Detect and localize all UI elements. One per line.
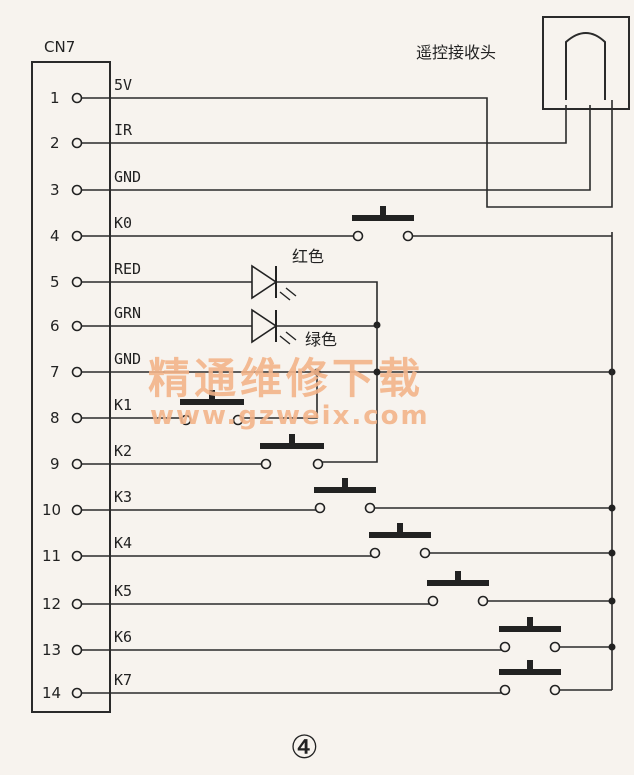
- pin-terminal: [71, 550, 83, 562]
- pin-terminal: [71, 320, 83, 332]
- connector-label: CN7: [44, 38, 75, 56]
- pin-7: 7 GND: [50, 350, 141, 381]
- pin-signal-label: K0: [114, 214, 132, 232]
- receiver-dome: [565, 32, 606, 100]
- pin-14: 14 K7: [42, 671, 132, 702]
- pin-number: 13: [42, 641, 61, 659]
- pin-3: 3 GND: [50, 168, 141, 199]
- pin-terminal: [71, 598, 83, 610]
- pin-number: 3: [50, 181, 60, 199]
- pin-signal-label: RED: [114, 260, 141, 278]
- pin-9: 9 K2: [50, 442, 132, 473]
- pin-number: 14: [42, 684, 61, 702]
- receiver-module: [542, 16, 630, 110]
- red-led: [251, 264, 297, 301]
- pin-terminal: [71, 366, 83, 378]
- switch-k4: [369, 523, 431, 559]
- pin-terminal: [71, 276, 83, 288]
- pin-8: 8 K1: [50, 396, 132, 427]
- pin-terminal: [71, 137, 83, 149]
- pin-signal-label: 5V: [114, 76, 132, 94]
- connector-pins: 15V2IR3GND4K05RED6GRN7GND8K19K210K311K41…: [42, 76, 141, 702]
- receiver-wiring: [82, 97, 613, 208]
- pin-terminal: [71, 92, 83, 104]
- switch-k5: [427, 571, 489, 607]
- watermark-url: www.gzweix.com: [150, 401, 430, 431]
- pin-6: 6 GRN: [50, 304, 141, 335]
- pin-number: 5: [50, 273, 60, 291]
- pin-terminal: [71, 504, 83, 516]
- switch-k1: [180, 390, 244, 426]
- watermark-title: 精通维修下载: [148, 354, 424, 403]
- pin-number: 7: [50, 363, 60, 381]
- pin-signal-label: K1: [114, 396, 132, 414]
- switch-k6: [499, 617, 561, 653]
- pin-number: 6: [50, 317, 60, 335]
- pin-number: 1: [50, 89, 60, 107]
- pin-4: 4 K0: [50, 214, 132, 245]
- pin-signal-label: IR: [114, 121, 133, 139]
- pin-terminal: [71, 458, 83, 470]
- green-led-label: 绿色: [305, 330, 337, 349]
- pin-13: 13 K6: [42, 628, 132, 659]
- pin-signal-label: K4: [114, 534, 132, 552]
- pin-signal-label: GND: [114, 350, 141, 368]
- pin-number: 12: [42, 595, 61, 613]
- pin-number: 4: [50, 227, 60, 245]
- pin-terminal: [71, 184, 83, 196]
- push-switches: [180, 206, 561, 696]
- red-led-label: 红色: [292, 247, 324, 266]
- pin-2: 2 IR: [50, 121, 133, 152]
- pin-number: 2: [50, 134, 60, 152]
- pin-terminal: [71, 687, 83, 699]
- pin-number: 10: [42, 501, 61, 519]
- pin-terminal: [71, 412, 83, 424]
- pin-signal-label: K7: [114, 671, 132, 689]
- switch-k7: [499, 660, 561, 696]
- pin-terminal: [71, 644, 83, 656]
- pin-11: 11 K4: [42, 534, 132, 565]
- pin-number: 11: [42, 547, 61, 565]
- figure-number: ④: [290, 728, 319, 766]
- pin-signal-label: K5: [114, 582, 132, 600]
- pin-10: 10 K3: [42, 488, 132, 519]
- switch-k2: [260, 434, 324, 470]
- switch-k0: [352, 206, 414, 242]
- pin-signal-label: GRN: [114, 304, 141, 322]
- pin-signal-label: K6: [114, 628, 132, 646]
- pin-number: 9: [50, 455, 60, 473]
- switch-k3: [314, 478, 376, 514]
- pin-terminal: [71, 230, 83, 242]
- pin-1: 1 5V: [50, 76, 132, 107]
- ground-bus: [82, 232, 616, 690]
- switch-wiring: [82, 235, 616, 694]
- pin-signal-label: GND: [114, 168, 141, 186]
- receiver-label: 遥控接收头: [416, 43, 496, 62]
- pin-5: 5 RED: [50, 260, 141, 291]
- pin-signal-label: K3: [114, 488, 132, 506]
- pin-12: 12 K5: [42, 582, 132, 613]
- connector-body: [31, 61, 111, 713]
- pin-number: 8: [50, 409, 60, 427]
- pin-signal-label: K2: [114, 442, 132, 460]
- green-led: [251, 308, 297, 345]
